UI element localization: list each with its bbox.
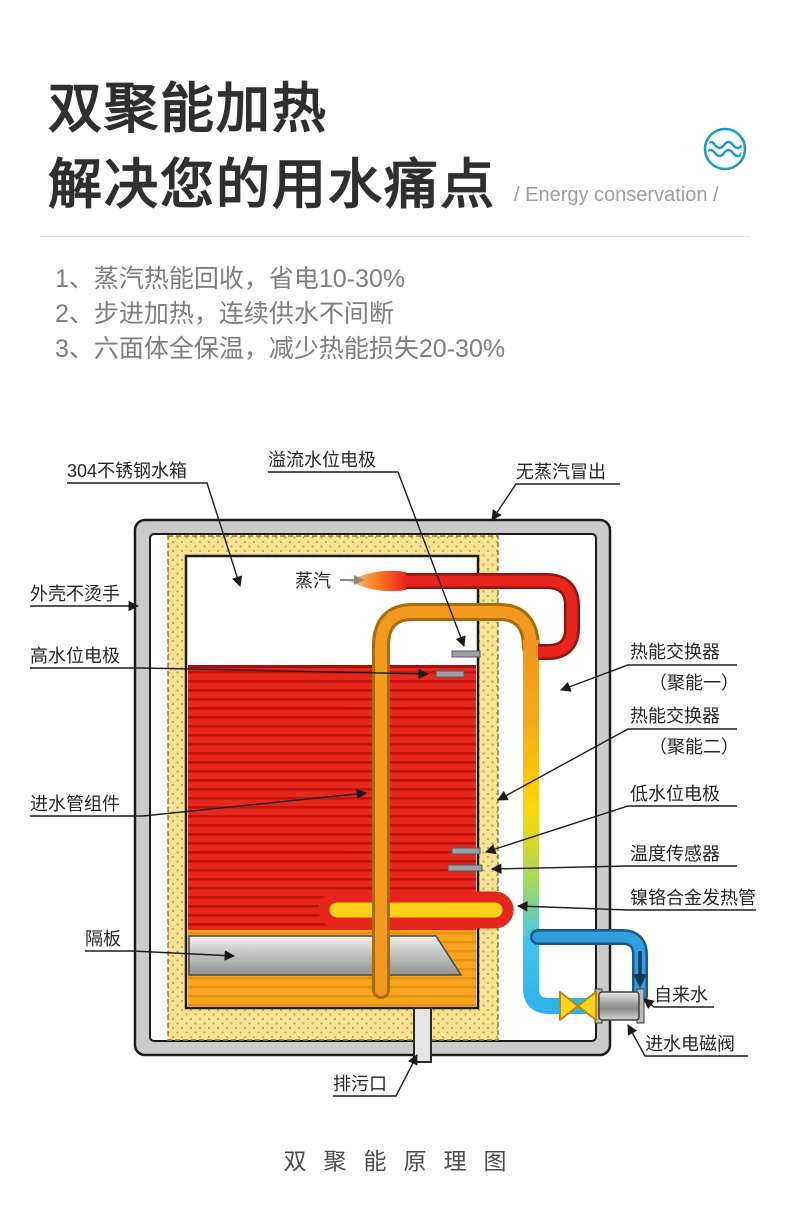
leader-low-electrode xyxy=(485,805,737,855)
page-title-row: 解决您的用水痛点 / Energy conservation / xyxy=(48,155,719,215)
tap-water-pipe xyxy=(530,929,648,1004)
water-wave-icon-svg xyxy=(703,127,747,171)
water-wave-icon xyxy=(702,126,748,172)
divider xyxy=(40,236,750,237)
icon-circle xyxy=(703,127,747,171)
label-hx1-line2: （聚能一） xyxy=(649,673,739,693)
label-partition: 隔板 xyxy=(85,929,121,949)
label-low-electrode: 低水位电极 xyxy=(630,784,720,804)
leader-tap-water xyxy=(643,998,714,1010)
leader-no-steam xyxy=(491,483,620,521)
temperature-sensor xyxy=(447,864,483,872)
drain-outlet xyxy=(413,1007,432,1063)
leader-partition xyxy=(85,950,236,961)
diagram-labels: 304不锈钢水箱 溢流水位电极 无蒸汽冒出 外壳不烫手 蒸汽 高水位电极 热能交… xyxy=(30,450,756,1094)
label-drain: 排污口 xyxy=(333,1074,387,1094)
leader-lines xyxy=(30,471,756,1097)
icon-waves xyxy=(708,140,742,158)
leader-tank xyxy=(67,482,243,587)
label-inlet-valve: 进水电磁阀 xyxy=(645,1034,735,1054)
bowtie-valve-icon xyxy=(559,991,597,1021)
diagram-caption: 双聚能原理图 xyxy=(283,1148,524,1174)
leader-inlet-valve xyxy=(627,1024,748,1057)
heater-principle-diagram: 304不锈钢水箱 溢流水位电极 无蒸汽冒出 外壳不烫手 蒸汽 高水位电极 热能交… xyxy=(30,450,756,1097)
inlet-pipe-assembly xyxy=(372,603,540,999)
high-level-electrode xyxy=(435,670,465,678)
flow-arrow-head xyxy=(633,974,647,988)
label-hx2-line2: （聚能二） xyxy=(649,737,739,757)
label-inlet-assembly: 进水管组件 xyxy=(30,794,120,814)
feature-item-2: 2、步进加热，连续供水不间断 xyxy=(55,300,394,328)
leader-drain xyxy=(333,1054,418,1097)
page-title-line1: 双聚能加热 xyxy=(48,79,328,139)
feature-item-1: 1、蒸汽热能回收，省电10-30% xyxy=(55,265,406,293)
partition-plate xyxy=(188,935,463,976)
valve-left-wing xyxy=(559,991,579,1021)
label-hx2-line1: 热能交换器 xyxy=(630,706,720,726)
label-overflow-electrode: 溢流水位电极 xyxy=(268,450,376,470)
leader-hx1 xyxy=(560,664,737,692)
steam-direction-arrow-icon xyxy=(340,575,365,585)
leader-overflow-electrode xyxy=(268,471,466,647)
heating-tube xyxy=(318,891,514,929)
electrodes xyxy=(435,650,483,872)
steam-pipe xyxy=(350,570,580,660)
page-title-line2: 解决您的用水痛点 xyxy=(48,155,496,215)
valve-right-wing xyxy=(577,991,597,1021)
label-temp-sensor: 温度传感器 xyxy=(630,844,720,864)
solenoid-body xyxy=(598,991,640,1021)
label-tap-water: 自来水 xyxy=(654,985,708,1005)
steam-pipe-inner xyxy=(400,575,578,658)
label-tank: 304不锈钢水箱 xyxy=(67,461,187,481)
inlet-pipe xyxy=(375,606,537,996)
hot-water xyxy=(188,667,476,930)
water-surface-line xyxy=(188,665,476,668)
label-steam: 蒸汽 xyxy=(295,571,331,591)
low-level-electrode xyxy=(451,847,481,855)
inlet-solenoid-valve xyxy=(594,988,645,1024)
feature-list: 1、蒸汽热能回收，省电10-30% 2、步进加热，连续供水不间断 3、六面体全保… xyxy=(55,262,505,367)
subtitle-energy-conservation: / Energy conservation / xyxy=(514,184,719,207)
label-high-electrode: 高水位电极 xyxy=(30,646,120,666)
label-shell: 外壳不烫手 xyxy=(30,584,120,604)
label-heater-tube: 镍铬合金发热管 xyxy=(630,888,756,908)
leader-heater-tube xyxy=(516,901,756,912)
leader-temp-sensor xyxy=(490,863,737,875)
feature-item-3: 3、六面体全保温，减少热能损失20-30% xyxy=(55,335,506,363)
steam-flame xyxy=(350,570,406,592)
heat-exchanger-riser xyxy=(523,640,642,1014)
leader-high-electrode xyxy=(30,667,430,680)
label-no-steam: 无蒸汽冒出 xyxy=(516,462,606,482)
leader-hx2 xyxy=(497,728,737,801)
leader-inlet-assembly xyxy=(30,788,368,817)
overflow-electrode xyxy=(451,650,481,658)
label-hx1-line1: 热能交换器 xyxy=(630,642,720,662)
